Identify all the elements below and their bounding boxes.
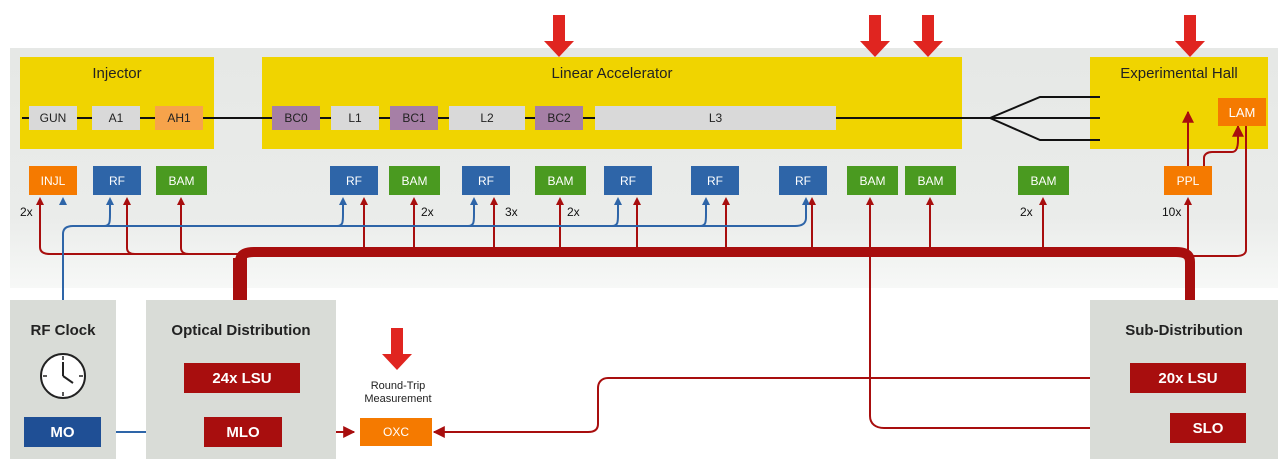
node-rf-4: RF xyxy=(604,166,652,195)
component-gun: GUN xyxy=(29,106,77,130)
node-rf-6: RF xyxy=(779,166,827,195)
lsu20-box: 20x LSU xyxy=(1130,363,1246,393)
count-bam-2: 2x xyxy=(421,205,434,219)
node-rf-3: RF xyxy=(462,166,510,195)
node-ppl: PPL xyxy=(1164,166,1212,195)
component-ah1: AH1 xyxy=(155,106,203,130)
count-injl: 2x xyxy=(20,205,33,219)
count-bam-6: 2x xyxy=(1020,205,1033,219)
component-bc2: BC2 xyxy=(535,106,583,130)
rf-clock-title: RF Clock xyxy=(30,322,96,339)
node-bam-4: BAM xyxy=(847,166,898,195)
node-bam-6: BAM xyxy=(1018,166,1069,195)
node-bam-1: BAM xyxy=(156,166,207,195)
component-bc1: BC1 xyxy=(390,106,438,130)
component-bc0: BC0 xyxy=(272,106,320,130)
injector-panel: Injector xyxy=(20,57,214,149)
rf-clock-box: RF Clock MO xyxy=(10,300,116,459)
linac-panel: Linear Accelerator xyxy=(262,57,962,149)
node-bam-2: BAM xyxy=(389,166,440,195)
round-trip-label: Round-Trip Measurement xyxy=(354,380,442,406)
node-bam-5: BAM xyxy=(905,166,956,195)
count-ppl: 10x xyxy=(1162,205,1182,219)
mo-box: MO xyxy=(24,417,101,447)
component-a1: A1 xyxy=(92,106,140,130)
node-rf-1: RF xyxy=(93,166,141,195)
hall-title: Experimental Hall xyxy=(1120,65,1238,82)
clock-icon xyxy=(40,353,86,399)
mlo-box: MLO xyxy=(204,417,282,447)
round-trip-line1: Round-Trip xyxy=(370,380,426,392)
component-lam: LAM xyxy=(1218,98,1266,126)
node-rf-5: RF xyxy=(691,166,739,195)
count-bam-3: 2x xyxy=(567,205,580,219)
node-injl: INJL xyxy=(29,166,77,195)
lsu24-box: 24x LSU xyxy=(184,363,300,393)
component-l2: L2 xyxy=(449,106,525,130)
sub-distribution-title: Sub-Distribution xyxy=(1125,322,1243,339)
node-bam-3: BAM xyxy=(535,166,586,195)
optical-distribution-box: Optical Distribution 24x LSU MLO xyxy=(146,300,336,459)
component-l3: L3 xyxy=(595,106,836,130)
linac-title: Linear Accelerator xyxy=(551,65,673,82)
node-rf-2: RF xyxy=(330,166,378,195)
injector-title: Injector xyxy=(92,65,142,82)
round-trip-line2: Measurement xyxy=(364,393,432,405)
sub-distribution-box: Sub-Distribution 20x LSU SLO xyxy=(1090,300,1278,459)
component-l1: L1 xyxy=(331,106,379,130)
oxc-box: OXC xyxy=(360,418,432,446)
optical-distribution-title: Optical Distribution xyxy=(171,322,311,339)
slo-box: SLO xyxy=(1170,413,1246,443)
count-rf-3: 3x xyxy=(505,205,518,219)
